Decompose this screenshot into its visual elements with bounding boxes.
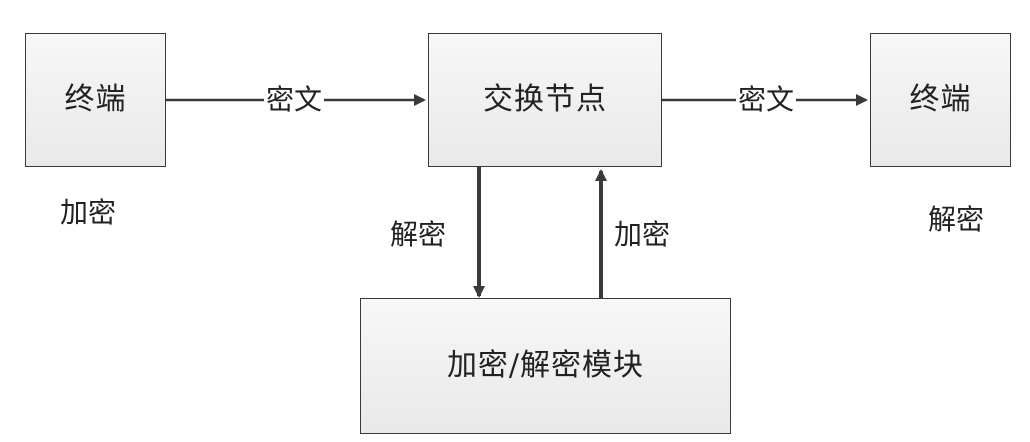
edge-label-encrypt: 加密 bbox=[614, 218, 671, 251]
crypto-module-box: 加密/解密模块 bbox=[360, 298, 731, 434]
left-terminal-label: 终端 bbox=[64, 82, 127, 117]
edge-label-right-ciphertext: 密文 bbox=[736, 83, 797, 116]
edge-label-left-ciphertext: 密文 bbox=[264, 83, 325, 116]
left-terminal-box: 终端 bbox=[25, 33, 166, 167]
exchange-node-label: 交换节点 bbox=[483, 82, 607, 117]
right-terminal-box: 终端 bbox=[870, 33, 1011, 167]
right-terminal-label: 终端 bbox=[909, 82, 972, 117]
left-terminal-note: 加密 bbox=[60, 196, 117, 229]
exchange-node-box: 交换节点 bbox=[428, 33, 662, 167]
edge-label-decrypt: 解密 bbox=[390, 218, 447, 251]
crypto-module-label: 加密/解密模块 bbox=[446, 348, 645, 383]
right-terminal-note: 解密 bbox=[928, 203, 985, 236]
